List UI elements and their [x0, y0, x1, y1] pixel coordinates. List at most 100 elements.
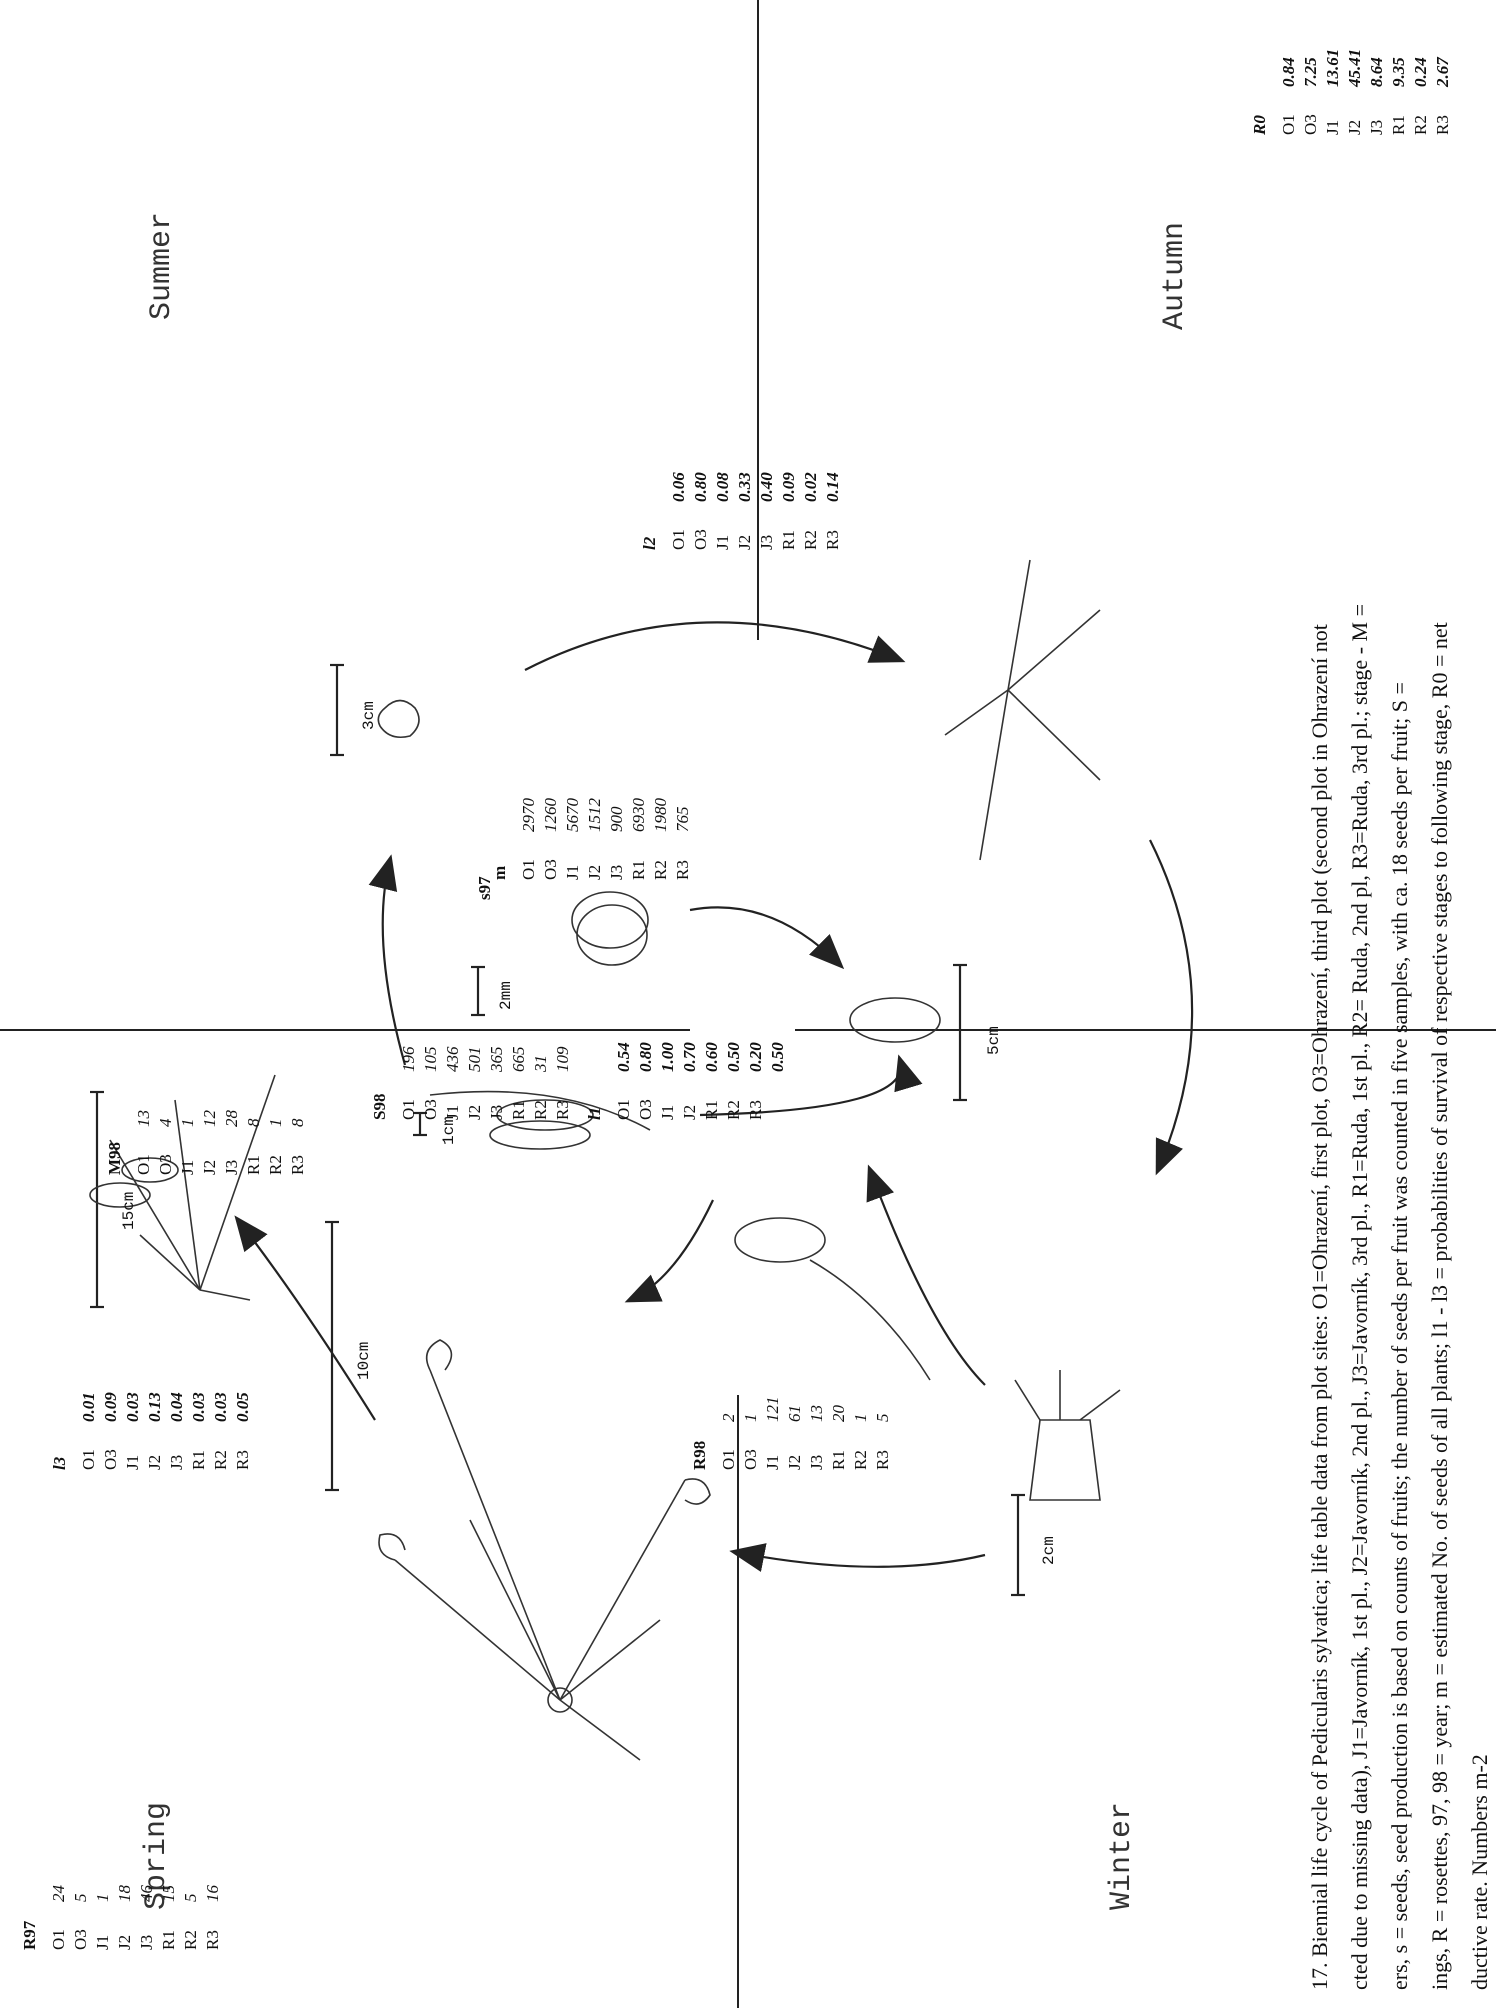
- table-row: O1 24: [48, 1885, 70, 1950]
- row-label: [767, 1094, 789, 1120]
- row-label: R2: [724, 1100, 743, 1120]
- row-label: O1: [719, 1449, 738, 1470]
- scale-label-5cm: 5cm: [985, 1026, 1003, 1055]
- table-header: R98: [690, 1440, 709, 1470]
- row-value: 7.25: [1301, 57, 1320, 87]
- scale-bars: [90, 663, 1025, 1597]
- row-value: 8: [244, 1118, 263, 1128]
- table-row: R3 8: [287, 1110, 309, 1176]
- table-row: R1 8: [243, 1110, 265, 1176]
- row-label: J2: [680, 1104, 699, 1120]
- table-row: 0.50: [767, 1042, 789, 1120]
- row-label: R3: [1433, 115, 1452, 135]
- season-autumn: Autumn: [1158, 221, 1192, 330]
- table-row: J1 13.61: [1322, 49, 1344, 135]
- table-header: l2: [640, 536, 659, 550]
- row-label: R1: [629, 860, 648, 880]
- row-value: 9.35: [1389, 57, 1408, 87]
- plant-drawing-flowering: [89, 1074, 276, 1301]
- row-value: 61: [785, 1405, 804, 1422]
- row-label: O3: [101, 1449, 120, 1470]
- row-label: R2: [181, 1930, 200, 1950]
- row-label: O1: [49, 1929, 68, 1950]
- row-label: J2: [115, 1934, 134, 1950]
- row-value: 2: [719, 1413, 738, 1423]
- row-label: R1: [1389, 115, 1408, 135]
- row-value: 1: [741, 1413, 760, 1423]
- table-row: R3 109: [552, 1047, 574, 1121]
- row-label: J1: [658, 1104, 677, 1120]
- row-value: 0.03: [123, 1392, 142, 1422]
- row-value: 1: [851, 1413, 870, 1423]
- row-value: 13.61: [1323, 48, 1342, 87]
- caption-line-5: ductive rate. Numbers m-2: [1467, 1754, 1492, 1990]
- row-value: 105: [421, 1046, 440, 1073]
- scale-label-2mm: 2mm: [497, 981, 515, 1010]
- row-label: R1: [244, 1155, 263, 1175]
- row-value: 13: [807, 1405, 826, 1422]
- row-value: 109: [553, 1046, 572, 1073]
- row-value: 8: [288, 1118, 307, 1128]
- row-label: R3: [288, 1155, 307, 1175]
- table-header: R97: [20, 1920, 39, 1950]
- row-label: J3: [222, 1159, 241, 1175]
- row-label: R3: [873, 1450, 892, 1470]
- row-value: 8.64: [1367, 57, 1386, 87]
- table-row: R1 9.35: [1388, 49, 1410, 135]
- row-value: 0.01: [79, 1392, 98, 1422]
- seedling-drawing: [429, 1090, 931, 1381]
- caption-line-3: ers, s = seeds, seed production is based…: [1387, 682, 1412, 1990]
- row-value: 4: [156, 1118, 175, 1128]
- row-label: O3: [636, 1099, 655, 1120]
- row-label: O3: [156, 1154, 175, 1175]
- row-value: 0.09: [779, 472, 798, 502]
- row-value: 900: [607, 806, 626, 833]
- row-label: J1: [1323, 119, 1342, 135]
- row-value: 20: [829, 1405, 848, 1422]
- row-label: R2: [1411, 115, 1430, 135]
- table-header: l1: [585, 1106, 604, 1120]
- row-value: 0.02: [801, 472, 820, 502]
- row-label: O3: [691, 529, 710, 550]
- rosette-drawing-winter: [1014, 1370, 1121, 1501]
- row-label: R3: [203, 1930, 222, 1950]
- row-value: 2.67: [1433, 57, 1452, 87]
- row-value: 0.04: [167, 1392, 186, 1422]
- scale-label-15cm: 15cm: [120, 1191, 138, 1230]
- row-value: 0.60: [702, 1042, 721, 1072]
- row-label: O3: [421, 1099, 440, 1120]
- row-value: 1980: [651, 798, 670, 832]
- table-row: J1 0.03: [122, 1392, 144, 1470]
- row-value: 45.41: [1345, 48, 1364, 87]
- row-label: R3: [746, 1100, 765, 1120]
- row-value: 1260: [541, 798, 560, 832]
- row-value: 0.03: [189, 1392, 208, 1422]
- row-label: R3: [233, 1450, 252, 1470]
- row-label: J1: [123, 1454, 142, 1470]
- row-value: 24: [49, 1885, 68, 1902]
- row-value: 46: [137, 1885, 156, 1902]
- row-label: J3: [167, 1454, 186, 1470]
- row-label: J2: [785, 1454, 804, 1470]
- row-label: R3: [553, 1100, 572, 1120]
